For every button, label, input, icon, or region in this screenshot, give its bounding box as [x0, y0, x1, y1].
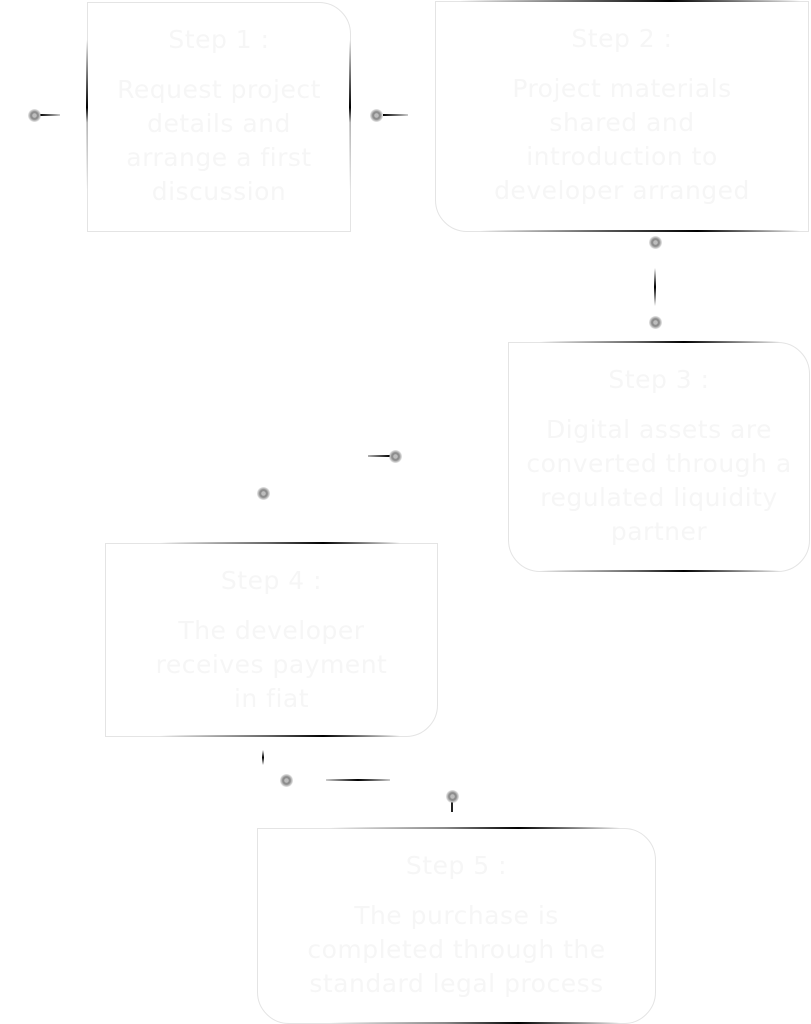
step-4-bottom-accent — [160, 735, 400, 737]
connector-line-4-down — [262, 750, 264, 765]
step-3-title: Step 3 : — [608, 365, 710, 394]
connector-dot — [388, 449, 402, 463]
step-3-bottom-accent — [540, 570, 780, 572]
connector-dot — [445, 789, 459, 803]
step-4-description: The developer receives payment in fiat — [155, 616, 388, 713]
step-2-top-accent — [460, 0, 800, 2]
connector-dot — [648, 235, 662, 249]
step-1-box: Step 1 : Request project details and arr… — [87, 2, 351, 232]
connector-line-start — [40, 114, 60, 116]
step-1-description: Request project details and arrange a fi… — [117, 75, 321, 206]
connector-line-4-5 — [326, 779, 390, 781]
step-5-bottom-accent — [330, 1022, 620, 1024]
step-1-right-accent — [349, 40, 351, 190]
step-3-top-accent — [540, 341, 780, 343]
step-4-title: Step 4 : — [220, 566, 323, 595]
step-2-bottom-accent — [480, 230, 800, 232]
step-4-top-accent — [160, 542, 400, 544]
connector-dot — [27, 108, 41, 122]
step-5-description: The purchase is completed through the st… — [307, 901, 606, 998]
step-2-box: Step 2 : Project materials shared and in… — [435, 1, 809, 232]
step-1-title: Step 1 : — [168, 25, 270, 54]
connector-line-1-2 — [383, 114, 408, 116]
connector-dot — [648, 315, 662, 329]
connector-dot — [279, 773, 293, 787]
connector-dot — [369, 108, 383, 122]
connector-line-2-3 — [654, 268, 656, 306]
step-5-top-accent — [330, 827, 620, 829]
step-4-box: Step 4 : The developer receives payment … — [105, 543, 438, 737]
step-3-box: Step 3 : Digital assets are converted th… — [508, 342, 810, 572]
step-2-description: Project materials shared and introductio… — [494, 74, 750, 205]
step-5-box: Step 5 : The purchase is completed throu… — [257, 828, 656, 1024]
connector-line-5-up — [451, 802, 453, 812]
step-2-title: Step 2 : — [571, 24, 673, 53]
connector-line-3-4 — [368, 455, 390, 457]
connector-dot — [256, 486, 270, 500]
step-1-left-accent — [86, 40, 88, 190]
step-5-title: Step 5 : — [405, 851, 508, 880]
step-3-description: Digital assets are converted through a r… — [526, 415, 792, 546]
